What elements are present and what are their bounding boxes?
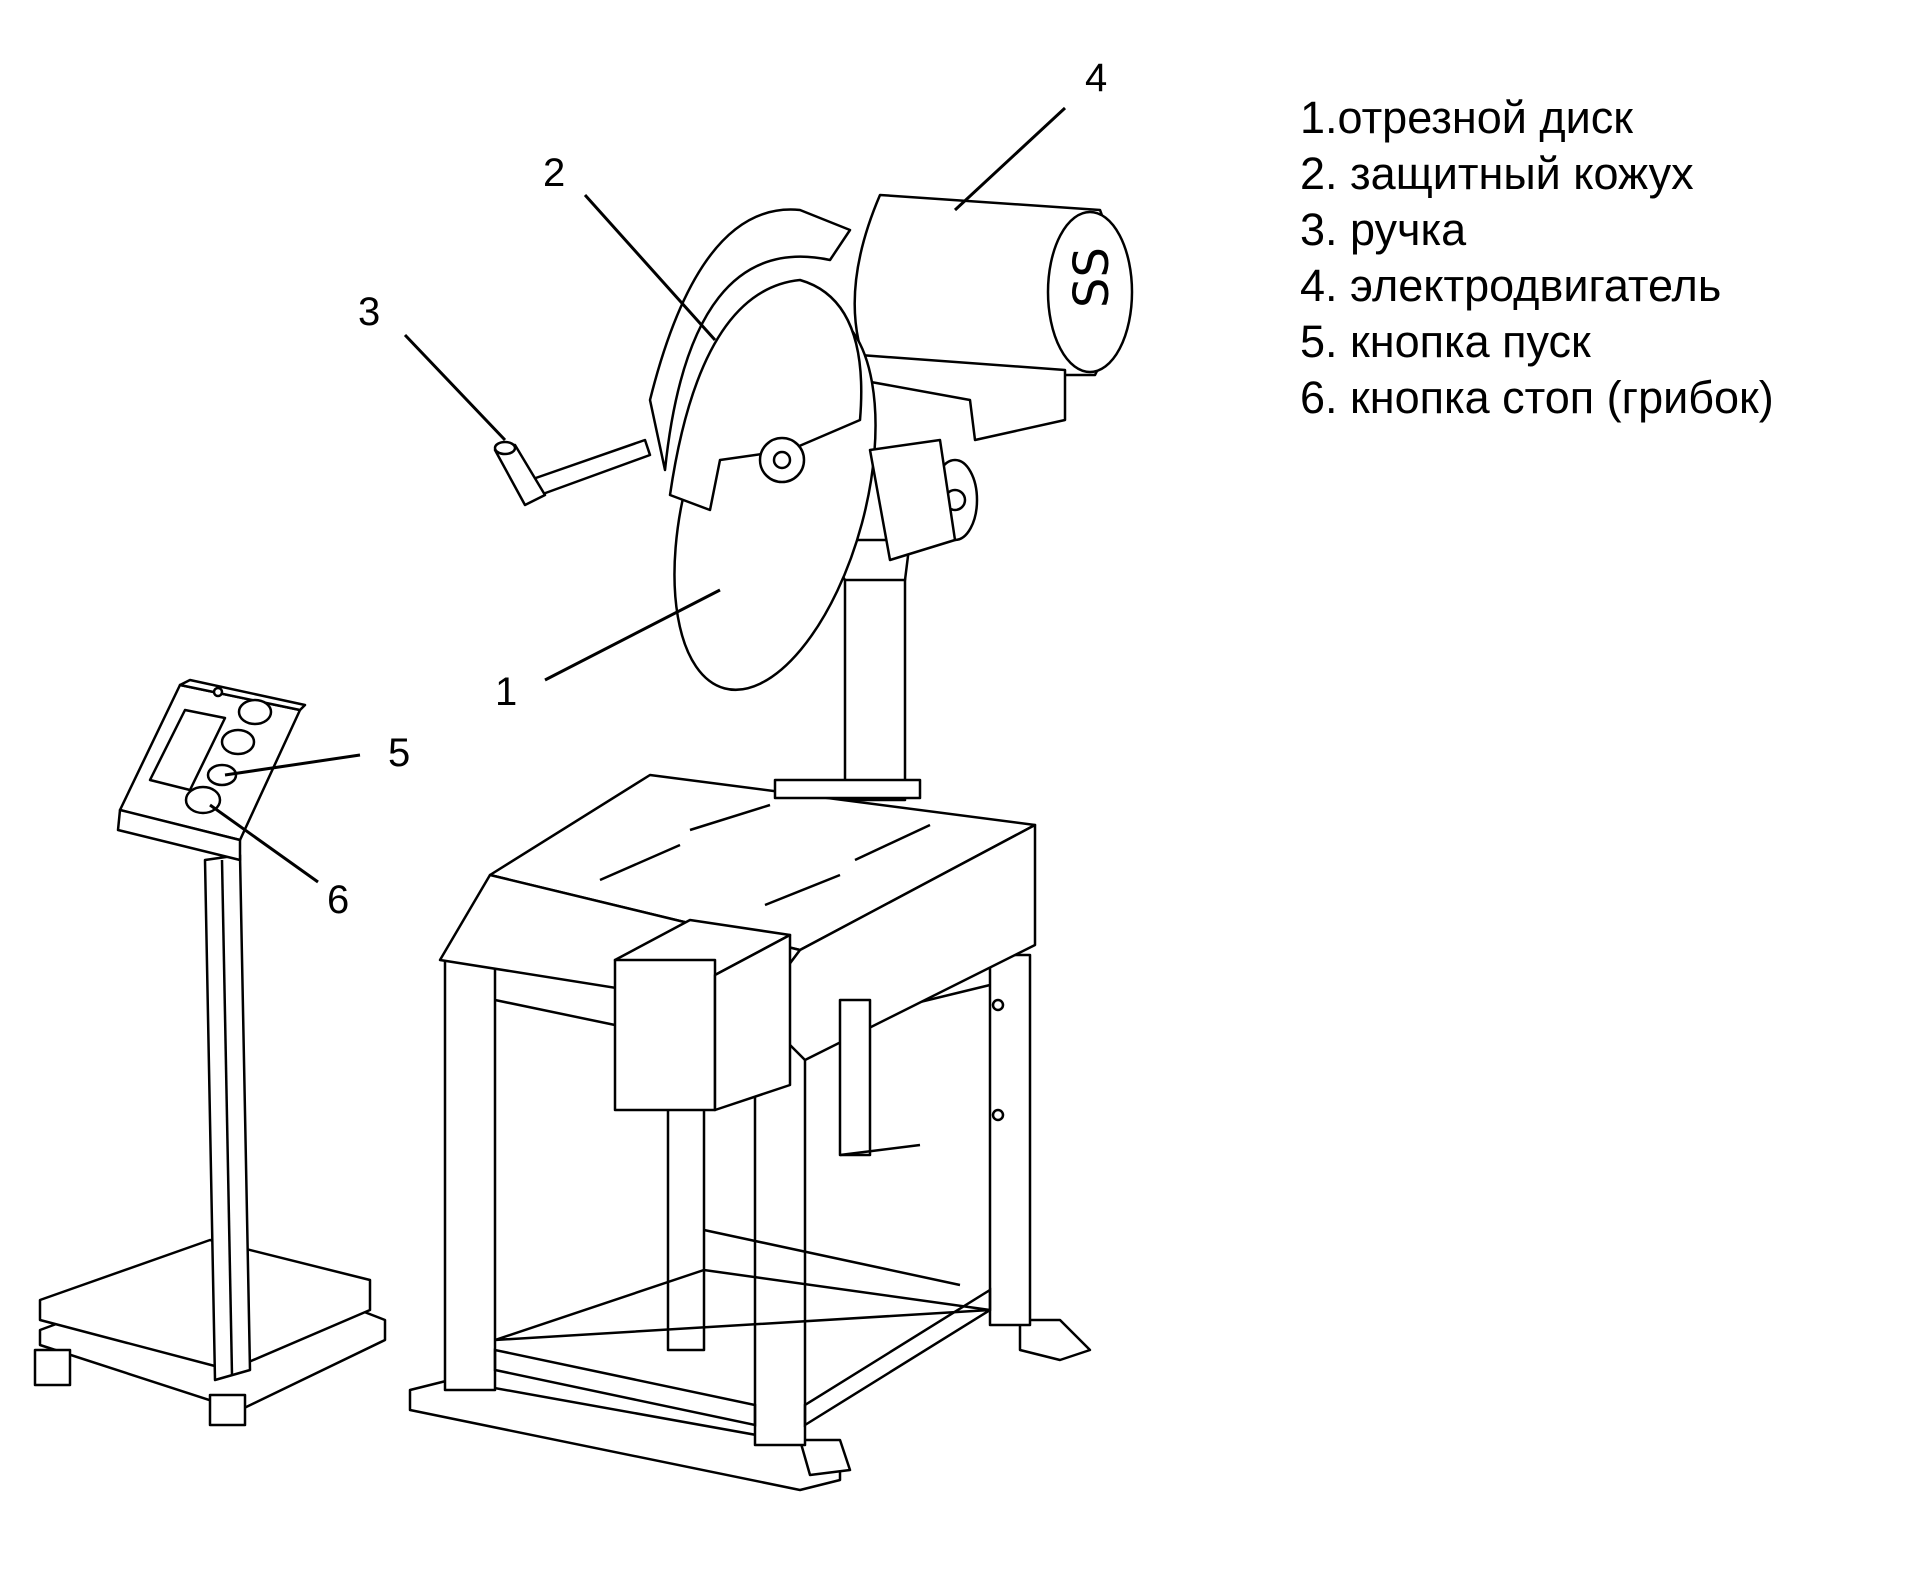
- pedestal-top-plate: [38, 1238, 372, 1372]
- legend-item-cutting-disc: 1.отрезной диск: [1300, 92, 1633, 143]
- legend-item-handle: 3. ручка: [1300, 204, 1467, 255]
- pedestal-foot: [208, 1393, 247, 1427]
- column-base-plate: [773, 778, 922, 800]
- frame-foot: [1018, 1318, 1092, 1362]
- display-window: [148, 708, 227, 792]
- frame-foot: [798, 1438, 852, 1477]
- callout-6: 6: [327, 878, 350, 922]
- parts-legend: 1.отрезной диск 2. защитный кожух 3. руч…: [1300, 90, 1774, 426]
- pointer-5: [224, 753, 361, 777]
- control-button: [220, 728, 256, 756]
- arm-bracket: [868, 438, 957, 562]
- electric-motor: SS: [853, 193, 1134, 442]
- svg-text:SS: SS: [1064, 247, 1120, 308]
- frame-leg-back-right: [988, 953, 1032, 1327]
- machine-frame: [408, 773, 1092, 1492]
- handle: [493, 438, 652, 507]
- callout-5: 5: [388, 731, 411, 775]
- callout-2: 2: [543, 151, 566, 195]
- callout-3: 3: [358, 290, 381, 334]
- pedestal-foot: [33, 1348, 72, 1387]
- pointer-3: [403, 333, 507, 442]
- column-post: [843, 573, 907, 802]
- guard-back: [648, 208, 852, 472]
- table-side-skirt: [753, 823, 1037, 1062]
- pointer-2: [583, 193, 717, 342]
- strut: [838, 998, 872, 1157]
- legend-item-start-button: 5. кнопка пуск: [1300, 316, 1591, 367]
- handle-bar: [528, 438, 652, 497]
- motor-mount: [858, 353, 1067, 442]
- front-guard-side: [713, 933, 792, 1112]
- legend-item-stop-button: 6. кнопка стоп (грибок): [1300, 372, 1774, 423]
- cutting-assembly: [648, 208, 979, 692]
- frame-leg-back-left: [666, 1098, 706, 1352]
- callout-1: 1: [495, 670, 518, 714]
- legend-item-protective-guard: 2. защитный кожух: [1300, 148, 1694, 199]
- pointer-lines: [209, 106, 1067, 884]
- frame-leg-front-left: [443, 958, 497, 1392]
- callout-4: 4: [1085, 56, 1108, 100]
- legend-item-electric-motor: 4. электродвигатель: [1300, 260, 1722, 311]
- front-guard-box: [613, 958, 717, 1112]
- protective-guard: [668, 278, 863, 512]
- control-pedestal: [33, 678, 387, 1427]
- control-box-bottom: [116, 808, 242, 862]
- motor-endcap: [1046, 210, 1134, 374]
- pointer-6: [209, 803, 319, 884]
- pointer-4: [953, 106, 1067, 212]
- pointer-1: [544, 588, 721, 682]
- control-button: [237, 698, 273, 726]
- start-button: [206, 763, 238, 787]
